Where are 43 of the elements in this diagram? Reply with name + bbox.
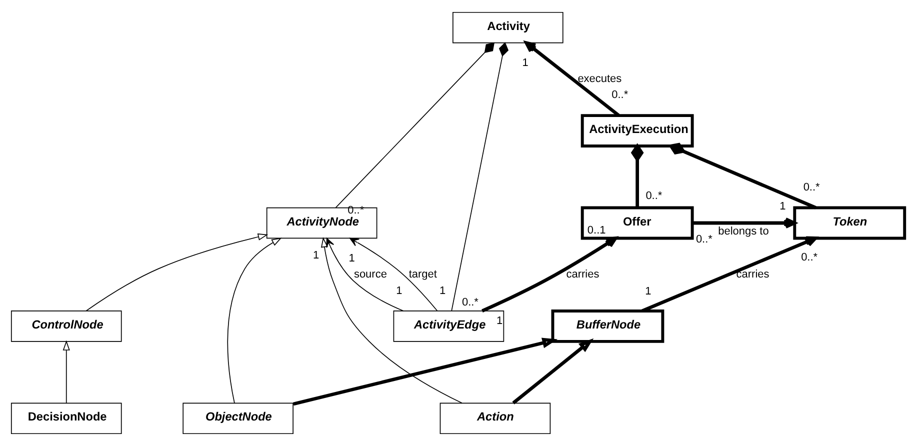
arrow	[86, 232, 268, 311]
edge-label: carries	[736, 268, 770, 280]
arrow	[350, 237, 438, 311]
label: 0..*	[696, 233, 712, 246]
label: 0..*	[612, 88, 628, 101]
label: 0..*	[801, 250, 818, 263]
label: 0..*	[646, 189, 662, 202]
edge-label: source	[354, 268, 387, 280]
node-box: ActivityExecution	[580, 114, 694, 147]
connector	[668, 142, 816, 209]
arrow	[62, 340, 70, 403]
edge-label: carries	[566, 268, 600, 280]
label: 1	[496, 314, 503, 327]
node-box: BufferNode	[551, 309, 664, 342]
connector	[335, 42, 495, 208]
connector	[451, 42, 509, 311]
arrow	[512, 338, 594, 404]
label: 1	[396, 284, 402, 296]
node-box: Action	[440, 402, 551, 434]
connector	[630, 142, 644, 208]
node-box: DecisionNode	[10, 402, 122, 434]
edge-label: executes	[578, 72, 622, 85]
arrow	[482, 236, 618, 312]
node-box: Activity	[452, 11, 564, 43]
label: 1	[645, 284, 652, 297]
label: 1	[780, 200, 786, 212]
edge-label: target	[408, 268, 437, 280]
label: 0..1	[587, 224, 606, 236]
arrow	[227, 237, 282, 404]
label: 1	[522, 56, 528, 69]
edge-label: belongs to	[718, 224, 769, 237]
arrow	[524, 40, 620, 116]
node-box: ControlNode	[10, 310, 122, 342]
node-box: Token	[793, 206, 906, 240]
label: 1	[439, 284, 446, 297]
arrow	[692, 217, 796, 228]
node-box: ObjectNode	[182, 402, 294, 434]
arrow	[641, 236, 818, 312]
label: 1	[348, 252, 355, 264]
arrow	[293, 337, 558, 406]
label: 1	[313, 248, 320, 261]
label: 0..*	[803, 181, 820, 194]
label: 0..*	[462, 296, 478, 308]
